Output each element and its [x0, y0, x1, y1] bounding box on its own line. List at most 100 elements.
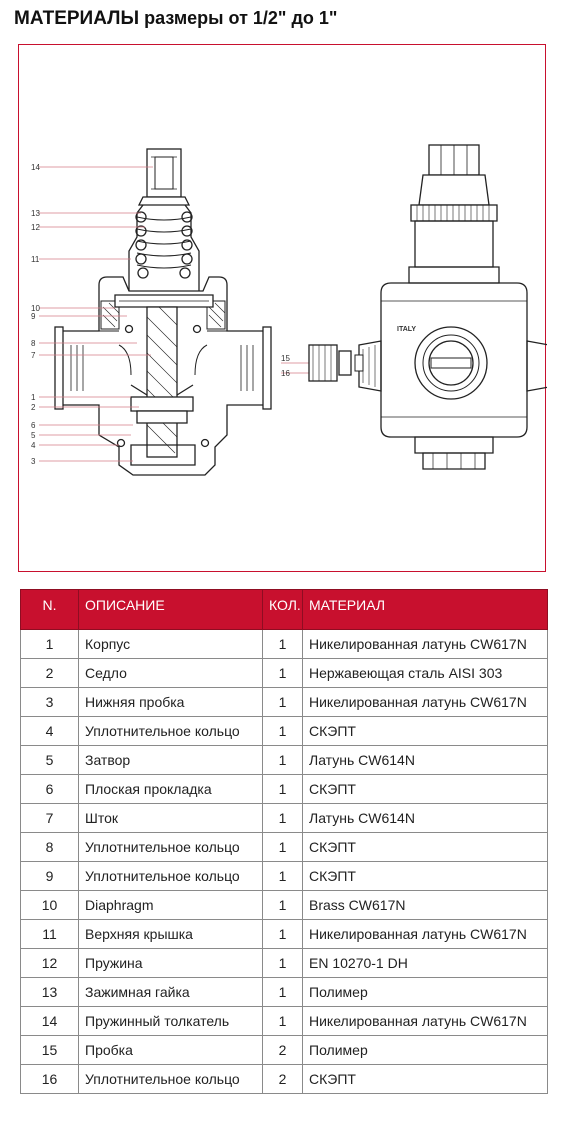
cell-qty: 1	[262, 832, 303, 862]
callout-10: 10	[31, 304, 40, 313]
callout-leaders	[39, 166, 337, 462]
cell-description: Пружинный толкатель	[78, 1006, 263, 1036]
cell-material: Полимер	[302, 977, 548, 1007]
cell-qty: 1	[262, 745, 303, 775]
cell-description: Корпус	[78, 629, 263, 659]
header-n: N.	[20, 589, 79, 630]
cell-n: 5	[20, 745, 79, 775]
cell-n: 16	[20, 1064, 79, 1094]
cell-description: Уплотнительное кольцо	[78, 832, 263, 862]
cell-n: 7	[20, 803, 79, 833]
callout-15: 15	[281, 354, 290, 363]
cell-qty: 1	[262, 890, 303, 920]
cell-qty: 1	[262, 861, 303, 891]
cell-description: Уплотнительное кольцо	[78, 1064, 263, 1094]
callout-8: 8	[31, 339, 36, 348]
cell-description: Верхняя крышка	[78, 919, 263, 949]
callout-9: 9	[31, 312, 36, 321]
callout-16: 16	[281, 369, 290, 378]
cell-description: Пробка	[78, 1035, 263, 1065]
cell-qty: 1	[262, 687, 303, 717]
cell-description: Затвор	[78, 745, 263, 775]
cell-description: Нижняя пробка	[78, 687, 263, 717]
cell-material: EN 10270-1 DH	[302, 948, 548, 978]
header-description: ОПИСАНИЕ	[78, 589, 263, 630]
cell-description: Diaphragm	[78, 890, 263, 920]
cell-n: 8	[20, 832, 79, 862]
external-view	[308, 144, 547, 470]
cell-material: СКЭПТ	[302, 774, 548, 804]
cell-qty: 1	[262, 658, 303, 688]
cell-material: СКЭПТ	[302, 832, 548, 862]
callout-7: 7	[31, 351, 36, 360]
callout-12: 12	[31, 223, 40, 232]
callout-6: 6	[31, 421, 36, 430]
callout-2: 2	[31, 403, 36, 412]
cell-material: Латунь CW614N	[302, 803, 548, 833]
callout-3: 3	[31, 457, 36, 466]
header-material: МАТЕРИАЛ	[302, 589, 548, 630]
cell-qty: 1	[262, 629, 303, 659]
cell-qty: 1	[262, 774, 303, 804]
cell-n: 12	[20, 948, 79, 978]
page-title: МАТЕРИАЛЫ размеры от 1/2" до 1"	[14, 8, 337, 30]
cell-description: Пружина	[78, 948, 263, 978]
callout-13: 13	[31, 209, 40, 218]
cell-material: Нержавеющая сталь AISI 303	[302, 658, 548, 688]
cell-description: Зажимная гайка	[78, 977, 263, 1007]
title-rest: размеры от 1/2" до 1"	[139, 8, 338, 28]
section-view	[54, 148, 272, 476]
drawing-frame: 14 13 12 11 10 9 8 7 1 2 6 5 4 3 15 16	[18, 44, 547, 572]
valve-drawing: 14 13 12 11 10 9 8 7 1 2 6 5 4 3 15 16	[31, 144, 547, 476]
cell-n: 4	[20, 716, 79, 746]
cell-description: Уплотнительное кольцо	[78, 716, 263, 746]
cell-description: Уплотнительное кольцо	[78, 861, 263, 891]
cell-qty: 2	[262, 1035, 303, 1065]
cell-material: Полимер	[302, 1035, 548, 1065]
cell-qty: 1	[262, 716, 303, 746]
cell-n: 3	[20, 687, 79, 717]
cell-n: 1	[20, 629, 79, 659]
cell-n: 10	[20, 890, 79, 920]
cell-qty: 1	[262, 919, 303, 949]
cell-n: 9	[20, 861, 79, 891]
callout-1: 1	[31, 393, 36, 402]
cell-qty: 1	[262, 1006, 303, 1036]
cell-qty: 1	[262, 803, 303, 833]
cell-material: Brass CW617N	[302, 890, 548, 920]
cell-material: Никелированная латунь CW617N	[302, 687, 548, 717]
cell-n: 2	[20, 658, 79, 688]
callout-14: 14	[31, 163, 40, 172]
cell-description: Седло	[78, 658, 263, 688]
cell-qty: 1	[262, 948, 303, 978]
cell-material: Никелированная латунь CW617N	[302, 1006, 548, 1036]
cell-material: Никелированная латунь CW617N	[302, 919, 548, 949]
cell-n: 6	[20, 774, 79, 804]
cell-material: Латунь CW614N	[302, 745, 548, 775]
cell-n: 14	[20, 1006, 79, 1036]
callout-11: 11	[31, 255, 40, 264]
cell-n: 11	[20, 919, 79, 949]
cell-description: Плоская прокладка	[78, 774, 263, 804]
cell-material: СКЭПТ	[302, 716, 548, 746]
cell-material: СКЭПТ	[302, 1064, 548, 1094]
cell-material: Никелированная латунь CW617N	[302, 629, 548, 659]
italy-stamp: ITALY	[397, 326, 416, 333]
